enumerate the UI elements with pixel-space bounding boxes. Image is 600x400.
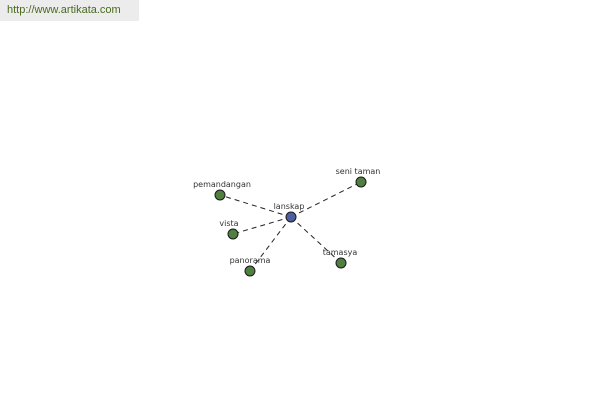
node-vista[interactable]: vista (219, 219, 239, 240)
node-panorama[interactable]: panorama (230, 256, 271, 277)
node-lanskap-label[interactable]: lanskap (274, 202, 305, 211)
node-seni-taman-circle[interactable] (355, 176, 367, 188)
node-seni-taman[interactable]: seni taman (336, 167, 381, 188)
node-tamasya-circle[interactable] (335, 257, 347, 269)
source-url-bar[interactable]: http://www.artikata.com (0, 0, 139, 21)
edge-panorama (249, 216, 292, 272)
node-tamasya-label[interactable]: tamasya (323, 248, 358, 257)
source-url-text[interactable]: http://www.artikata.com (7, 4, 121, 16)
node-pemandangan[interactable]: pemandangan (193, 180, 251, 201)
node-vista-label[interactable]: vista (219, 219, 238, 228)
edge-pemandangan (219, 194, 292, 218)
node-panorama-label[interactable]: panorama (230, 256, 271, 265)
edge-vista (232, 216, 292, 235)
node-pemandangan-label[interactable]: pemandangan (193, 180, 251, 189)
edge-seni-taman (290, 181, 362, 218)
edge-tamasya (290, 216, 342, 264)
node-pemandangan-circle[interactable] (214, 189, 226, 201)
node-seni-taman-label[interactable]: seni taman (336, 167, 381, 176)
node-lanskap-circle[interactable] (285, 211, 297, 223)
node-tamasya[interactable]: tamasya (323, 248, 358, 269)
node-lanskap[interactable]: lanskap (274, 202, 305, 223)
graph-nodes: lanskap seni taman pemandangan vista pan… (193, 167, 381, 277)
node-vista-circle[interactable] (227, 228, 239, 240)
node-panorama-circle[interactable] (244, 265, 256, 277)
graph-edges (219, 181, 362, 272)
